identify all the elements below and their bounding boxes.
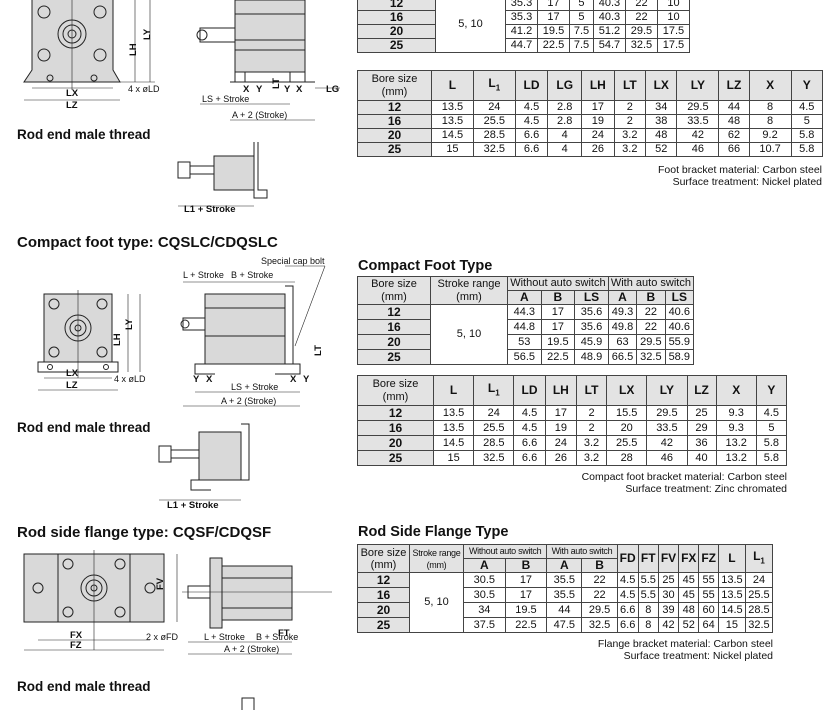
foot-y-label-right: Y xyxy=(284,84,291,95)
foot-material-note: Foot bracket material: Carbon steel xyxy=(658,164,822,176)
flange-side-view-drawing: FT L + Stroke B + Stroke A + 2 (Stroke) xyxy=(182,557,332,655)
flange-section-heading: Rod side flange type: CQSF/CDQSF xyxy=(17,524,272,541)
flange-a-label: A + 2 (Stroke) xyxy=(224,644,279,654)
foot-lz-label: LZ xyxy=(66,100,78,111)
compact-material-note: Compact foot bracket material: Carbon st… xyxy=(581,471,787,483)
compact-l1-header: L1 xyxy=(473,375,515,406)
foot-lh-label: LH xyxy=(128,43,139,56)
foot-dimension-table: Bore size (mm) L L1 LD LG LH LT LX LY LZ… xyxy=(357,70,824,157)
flange-surface-note: Surface treatment: Nickel plated xyxy=(623,650,773,662)
foot-x-label-left: X xyxy=(243,84,250,95)
foot-ls-label: LS + Stroke xyxy=(202,94,249,104)
compact-rod-end-drawing: L1 + Stroke xyxy=(158,423,250,511)
compact-lh-label: LH xyxy=(112,333,123,346)
compact-x-label-right: X xyxy=(290,374,297,385)
flange-fz-label: FZ xyxy=(70,640,82,651)
compact-section-heading: Compact foot type: CQSLC/CDQSLC xyxy=(17,234,278,251)
flange-dimension-table: Bore size (mm) Stroke range (mm) Without… xyxy=(357,544,774,633)
compact-l-stroke-label: L + Stroke xyxy=(183,270,224,280)
foot-l1-header: L1 xyxy=(472,70,516,101)
foot-lg-label: LG xyxy=(326,84,339,95)
compact-special-cap-bolt-label: Special cap bolt xyxy=(261,256,325,266)
flange-material-note: Flange bracket material: Carbon steel xyxy=(597,638,773,650)
foot-lt-label: LT xyxy=(271,78,282,89)
compact-b-stroke-label: B + Stroke xyxy=(231,270,273,280)
flange-rod-end-drawing xyxy=(241,697,255,710)
compact-y-label-right: Y xyxy=(303,374,310,385)
compact-rod-end-heading: Rod end male thread xyxy=(17,420,151,435)
flange-fx-label: FX xyxy=(70,630,83,641)
compact-ly-label: LY xyxy=(124,318,135,330)
compact-side-view-drawing: L + Stroke B + Stroke Special cap bolt Y… xyxy=(180,256,326,407)
foot-ly-label: LY xyxy=(142,28,153,40)
foot-rod-end-drawing: L1 + Stroke xyxy=(177,142,268,215)
foot-x-label-right: X xyxy=(296,84,303,95)
compact-x-label-left: X xyxy=(206,374,213,385)
flange-table-heading: Rod Side Flange Type xyxy=(358,524,509,540)
flange-ft-label: FT xyxy=(278,628,290,639)
compact-l1-label: L1 + Stroke xyxy=(167,500,218,511)
compact-stroke-table: Bore size (mm) Stroke range (mm) Without… xyxy=(357,276,695,365)
foot-a-label: A + 2 (Stroke) xyxy=(232,110,287,120)
compact-a-label: A + 2 (Stroke) xyxy=(221,396,276,406)
flange-fd-label: 2 x øFD xyxy=(146,632,179,642)
compact-dimension-table: Bore size (mm) L L1 LD LH LT LX LY LZ X … xyxy=(357,375,788,466)
compact-lz-label: LZ xyxy=(66,380,78,391)
flange-fv-label: FV xyxy=(155,577,166,590)
compact-lx-label: LX xyxy=(66,368,79,379)
foot-ld-label: 4 x øLD xyxy=(128,84,160,94)
flange-front-view-drawing: FV FX FZ 2 x øFD xyxy=(23,550,179,651)
flange-l-stroke-label: L + Stroke xyxy=(204,632,245,642)
foot-front-view-drawing: LH LY LX LZ 4 x øLD xyxy=(23,0,160,111)
compact-y-label-left: Y xyxy=(193,374,200,385)
foot-lx-label: LX xyxy=(66,88,79,99)
foot-surface-note: Surface treatment: Nickel plated xyxy=(672,176,822,188)
compact-ld-label: 4 x øLD xyxy=(114,374,146,384)
compact-front-view-drawing: LH LY LX LZ 4 x øLD xyxy=(37,290,146,391)
flange-rod-end-heading: Rod end male thread xyxy=(17,679,151,694)
compact-lt-label: LT xyxy=(313,345,324,356)
foot-y-label-left: Y xyxy=(256,84,263,95)
compact-ls-label: LS + Stroke xyxy=(231,382,278,392)
foot-rod-end-heading: Rod end male thread xyxy=(17,127,151,142)
compact-table-heading: Compact Foot Type xyxy=(358,258,493,274)
flange-b-stroke-label: B + Stroke xyxy=(256,632,298,642)
foot-side-view-drawing: X Y LT Y X LG LS + Stroke A + 2 (Stroke) xyxy=(196,0,340,121)
compact-surface-note: Surface treatment: Zinc chromated xyxy=(625,483,787,495)
flange-l1-header: L1 xyxy=(744,544,774,573)
foot-l1-label: L1 + Stroke xyxy=(184,204,235,215)
